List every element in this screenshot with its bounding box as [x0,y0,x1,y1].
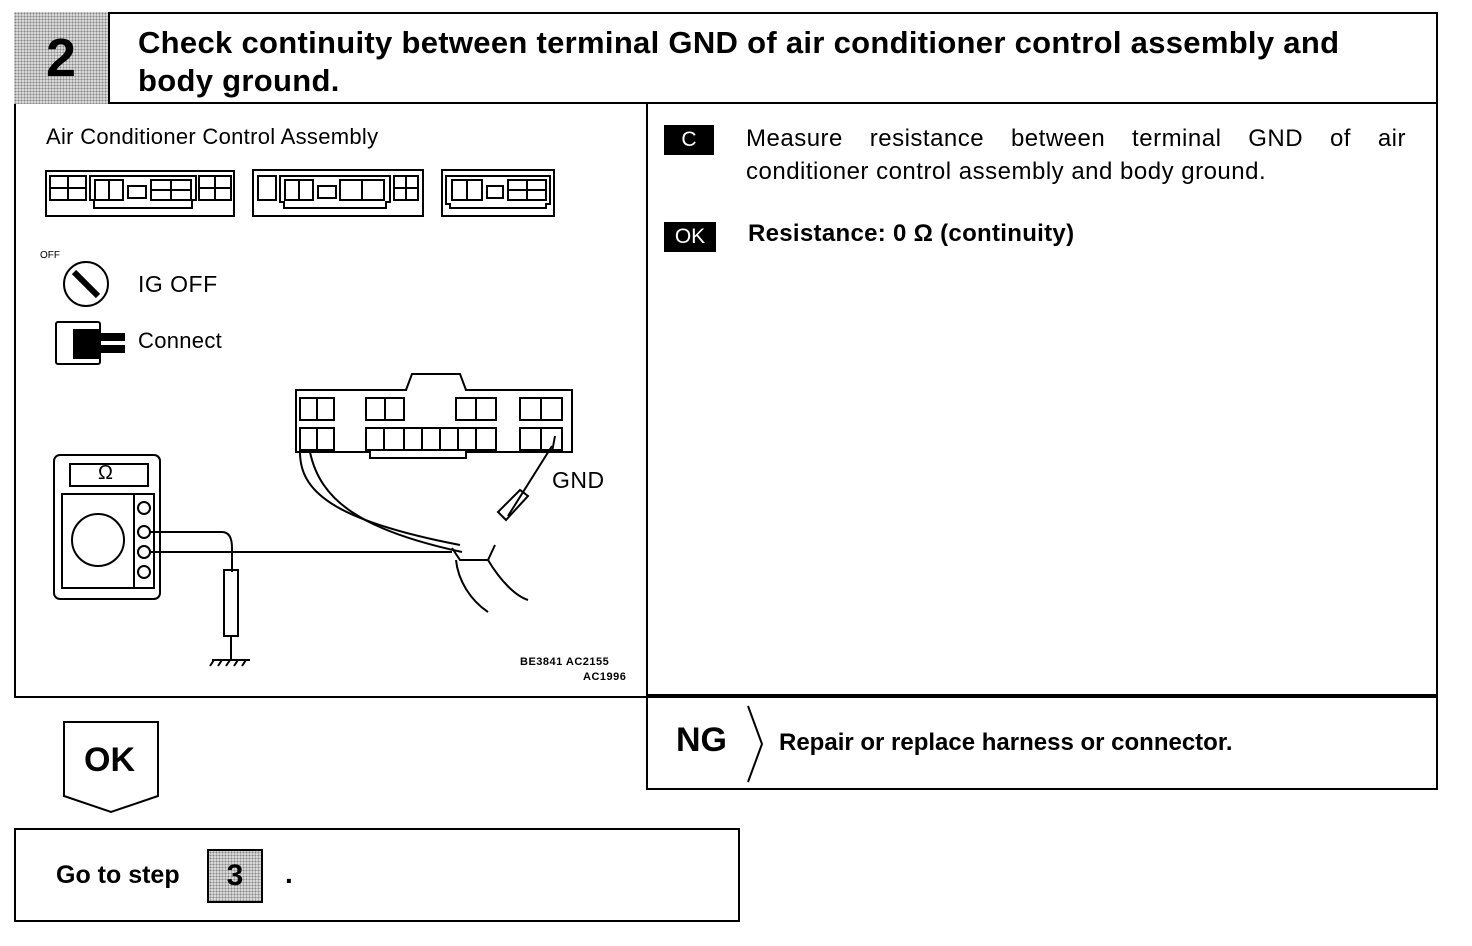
step-number-badge: 2 [14,12,110,104]
large-connector-icon [295,373,573,613]
step-number: 2 [45,28,77,88]
gnd-label: GND [552,467,605,493]
resistance-spec: Resistance: 0 Ω (continuity) [748,220,1075,247]
ohmmeter-icon [53,454,452,600]
ng-box [646,694,1438,790]
ng-chevron-icon [747,705,764,783]
instruction-panel [646,104,1438,698]
ignition-key-icon [63,261,109,307]
goto-text: Go to step [56,861,180,889]
figure-title: Air Conditioner Control Assembly [46,124,379,149]
figure-code-2: AC1996 [583,671,627,683]
connector-1-icon [45,170,235,217]
check-badge: C [664,125,714,155]
connector-2-icon [252,169,424,217]
ground-probe-icon [209,569,250,667]
ok-badge: OK [664,222,716,252]
ok-label: OK [84,741,135,779]
ng-label: NG [676,721,727,759]
ng-text: Repair or replace harness or connector. [779,729,1233,756]
connector-3-icon [441,169,555,217]
measure-text: Measure resistance between terminal GND … [746,125,1406,185]
goto-step-badge[interactable]: 3 [207,849,263,903]
step-title: Check continuity between terminal GND of… [138,25,1340,98]
goto-box [14,828,740,922]
ig-off-label: IG OFF [138,271,218,297]
figure-code-1: BE3841 AC2155 [520,656,610,668]
ohm-symbol: Ω [98,462,113,484]
off-mark: OFF [40,250,60,261]
goto-dot: . [285,858,293,889]
connector-icon [55,321,125,365]
ok-arrow-shape [63,721,159,814]
connect-label: Connect [138,328,223,353]
